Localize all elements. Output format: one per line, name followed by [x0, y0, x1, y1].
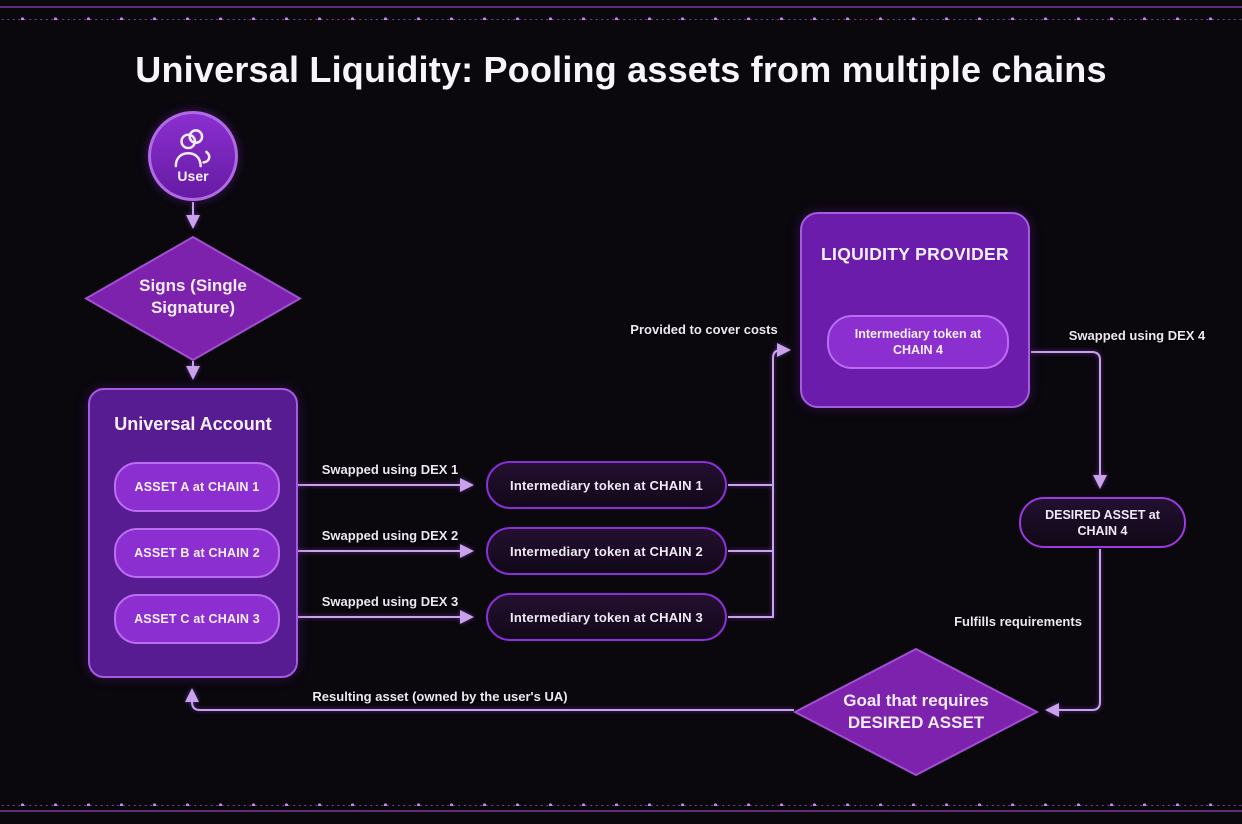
top-border-line: [0, 6, 1242, 8]
diamond-shapes: [83, 235, 1040, 777]
user-node: User: [148, 111, 238, 201]
intermediary-chain4-pill: Intermediary token at CHAIN 4: [827, 315, 1009, 369]
edge-goal-to-account: [185, 688, 794, 711]
signs-diamond-shape: [83, 235, 303, 362]
asset-b-pill: ASSET B at CHAIN 2: [114, 528, 280, 578]
universal-account-box: Universal Account ASSET A at CHAIN 1 ASS…: [88, 388, 298, 678]
signs-diamond-label: Signs (Single Signature): [139, 276, 247, 317]
intermediary-chain2-pill: Intermediary token at CHAIN 2: [486, 527, 727, 575]
diagram-title: Universal Liquidity: Pooling assets from…: [135, 49, 1107, 90]
desired-asset-pill: DESIRED ASSET at CHAIN 4: [1019, 497, 1186, 548]
connector-edges: [185, 202, 1107, 717]
edge-label-swap-dex1: Swapped using DEX 1: [321, 462, 459, 477]
asset-c-pill: ASSET C at CHAIN 3: [114, 594, 280, 644]
edge-label-provided-to-cover-costs: Provided to cover costs: [630, 322, 778, 337]
bottom-border-line: [0, 810, 1242, 812]
goal-diamond-label: Goal that requires DESIRED ASSET: [843, 691, 989, 732]
edge-desired-to-goal: [1045, 549, 1101, 717]
edge-label-fulfills-requirements: Fulfills requirements: [954, 614, 1082, 629]
users-icon-front-body: [174, 152, 202, 168]
edge-label-swap-dex4: Swapped using DEX 4: [1068, 328, 1206, 343]
bottom-border-dots: [0, 796, 1242, 806]
user-label: User: [177, 168, 209, 184]
users-icon-front-head: [180, 133, 197, 150]
edge-lp-to-desired: [1031, 351, 1107, 489]
edge-label-resulting-asset: Resulting asset (owned by the user's UA): [312, 689, 568, 704]
intermediary-chain1-pill: Intermediary token at CHAIN 1: [486, 461, 727, 509]
liquidity-provider-title: LIQUIDITY PROVIDER: [821, 244, 1009, 264]
edge-label-swap-dex2: Swapped using DEX 2: [321, 528, 459, 543]
asset-a-pill: ASSET A at CHAIN 1: [114, 462, 280, 512]
edge-trunk-to-lp: [728, 343, 791, 618]
edge-label-swap-dex3: Swapped using DEX 3: [321, 594, 459, 609]
intermediary-chain3-pill: Intermediary token at CHAIN 3: [486, 593, 727, 641]
goal-diamond-shape: [792, 647, 1040, 777]
liquidity-provider-box: LIQUIDITY PROVIDER Intermediary token at…: [800, 212, 1030, 408]
universal-account-title: Universal Account: [114, 414, 272, 434]
users-icon-back-body: [202, 150, 211, 164]
users-icon: [174, 129, 211, 168]
top-border-dots: [0, 10, 1242, 20]
